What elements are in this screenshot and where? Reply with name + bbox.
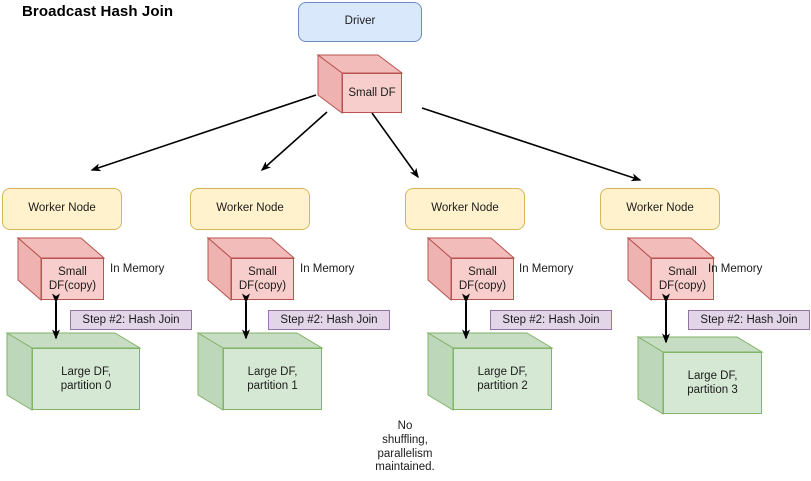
cube-3d-shading xyxy=(426,236,516,302)
small-df-copy-cube-3[interactable]: Small DF(copy) xyxy=(426,236,516,302)
small-df-copy-cube-2[interactable]: Small DF(copy) xyxy=(206,236,296,302)
broadcast-arrow-2 xyxy=(260,111,328,171)
worker-node-1-label: Worker Node xyxy=(28,202,96,215)
cube-3d-shading xyxy=(16,236,106,302)
step2-hash-join-label-3: Step #2: Hash Join xyxy=(502,314,600,326)
step2-hash-join-label-2: Step #2: Hash Join xyxy=(280,314,378,326)
worker-node-3[interactable]: Worker Node xyxy=(405,188,525,230)
step2-hash-join-box-4[interactable]: Step #2: Hash Join xyxy=(688,310,810,330)
large-df-cube-3[interactable]: Large DF, partition 2 xyxy=(426,332,554,411)
worker-node-1[interactable]: Worker Node xyxy=(2,188,122,230)
small-df-copy-cube-4[interactable]: Small DF(copy) xyxy=(626,236,716,302)
large-df-cube-4[interactable]: Large DF, partition 3 xyxy=(636,336,764,415)
step2-hash-join-box-3[interactable]: Step #2: Hash Join xyxy=(490,310,612,330)
large-df-label-3: Large DF, partition 2 xyxy=(453,348,552,410)
small-df-copy-label-4: Small DF(copy) xyxy=(651,258,714,300)
small-df-label: Small DF xyxy=(342,73,402,113)
small-df-copy-label-3: Small DF(copy) xyxy=(451,258,514,300)
worker-node-3-label: Worker Node xyxy=(431,202,499,215)
large-df-cube-1[interactable]: Large DF, partition 0 xyxy=(5,332,142,411)
broadcast-arrow-1 xyxy=(90,94,317,172)
step2-hash-join-box-2[interactable]: Step #2: Hash Join xyxy=(268,310,390,330)
in-memory-label-1: In Memory xyxy=(110,263,165,275)
step2-hash-join-box-1[interactable]: Step #2: Hash Join xyxy=(70,310,192,330)
in-memory-label-3: In Memory xyxy=(519,263,574,275)
cube-3d-shading xyxy=(206,236,296,302)
small-df-copy-label-1: Small DF(copy) xyxy=(41,258,104,300)
large-df-label-1: Large DF, partition 0 xyxy=(32,348,140,410)
cube-3d-shading xyxy=(316,54,404,114)
cube-3d-shading xyxy=(626,236,716,302)
large-df-label-4: Large DF, partition 3 xyxy=(663,352,762,414)
worker-node-4-label: Worker Node xyxy=(626,202,694,215)
page-title: Broadcast Hash Join xyxy=(22,3,174,20)
broadcast-arrow-4 xyxy=(421,107,642,182)
worker-node-2-label: Worker Node xyxy=(216,202,284,215)
step2-hash-join-label-4: Step #2: Hash Join xyxy=(700,314,798,326)
in-memory-label-2: In Memory xyxy=(300,263,355,275)
worker-node-4[interactable]: Worker Node xyxy=(600,188,720,230)
large-df-label-2: Large DF, partition 1 xyxy=(223,348,322,410)
worker-node-2[interactable]: Worker Node xyxy=(190,188,310,230)
large-df-cube-2[interactable]: Large DF, partition 1 xyxy=(196,332,324,411)
step2-hash-join-label-1: Step #2: Hash Join xyxy=(82,314,180,326)
cube-3d-shading xyxy=(196,332,324,411)
small-df-copy-label-2: Small DF(copy) xyxy=(231,258,294,300)
cube-3d-shading xyxy=(5,332,142,411)
in-memory-label-4: In Memory xyxy=(708,263,763,275)
driver-label: Driver xyxy=(344,15,376,28)
small-df-copy-cube-1[interactable]: Small DF(copy) xyxy=(16,236,106,302)
broadcast-arrow-3 xyxy=(371,112,419,179)
driver-box[interactable]: Driver xyxy=(298,2,422,42)
footer-note: No shuffling, parallelism maintained. xyxy=(375,420,435,474)
small-df-cube[interactable]: Small DF xyxy=(316,54,404,114)
cube-3d-shading xyxy=(426,332,554,411)
